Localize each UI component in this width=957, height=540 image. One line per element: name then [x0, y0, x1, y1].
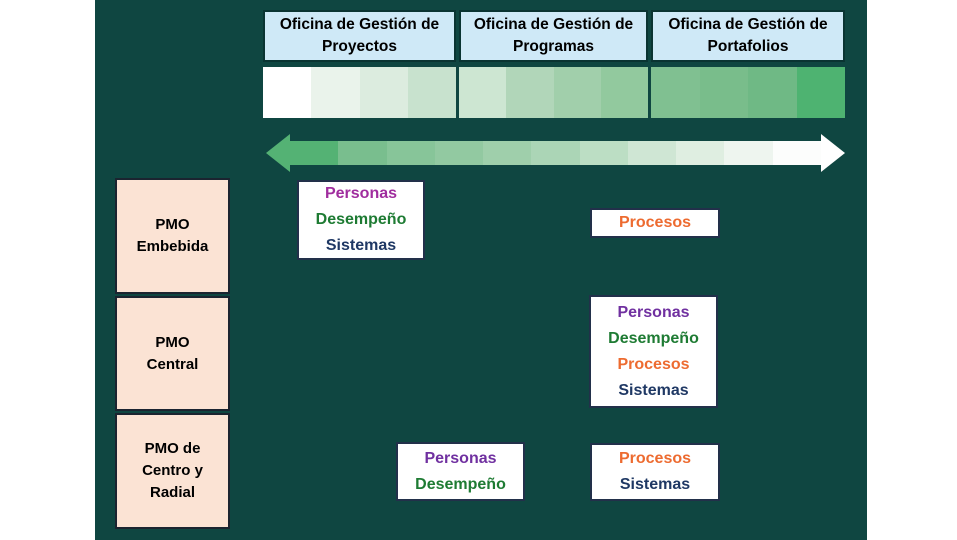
gradient-step: [699, 67, 748, 118]
cell-text-procesos: Procesos: [617, 355, 690, 373]
gradient-step: [651, 67, 700, 118]
cell-text-personas: Personas: [617, 303, 690, 321]
gradient-step: [579, 141, 628, 165]
gradient-step: [407, 67, 456, 118]
cell-text-procesos: Procesos: [618, 214, 692, 231]
diagram-canvas: Oficina de Gestión de Proyectos Oficina …: [95, 0, 867, 540]
cell-text-personas: Personas: [324, 185, 398, 202]
cell-text-desempeño: Desempeño: [608, 329, 699, 347]
pmo-row-centro-radial: PMO de Centro y Radial: [115, 413, 230, 529]
cell-text-sistemas: Sistemas: [619, 476, 691, 493]
gradient-step: [531, 141, 580, 165]
gradient-step: [386, 141, 435, 165]
gradient-step: [748, 67, 797, 118]
gradient-step: [627, 141, 677, 165]
gradient-step: [676, 141, 725, 165]
gradient-step: [796, 67, 845, 118]
arrow-right-head-icon: [821, 134, 845, 172]
gradient-step: [483, 141, 532, 165]
gradient-step: [772, 141, 821, 165]
cell-text-sistemas: Sistemas: [618, 381, 689, 399]
pmo-row-embebida: PMO Embebida: [115, 178, 230, 294]
maturity-arrow: [266, 134, 845, 172]
column-header-proyectos: Oficina de Gestión de Proyectos: [263, 10, 456, 62]
maturity-bar-segment-programas: [459, 67, 648, 118]
gradient-step: [434, 141, 484, 165]
gradient-step: [263, 67, 312, 118]
column-header-portafolios: Oficina de Gestión de Portafolios: [651, 10, 845, 62]
cell-text-desempeño: Desempeño: [415, 475, 506, 493]
cell-text-personas: Personas: [424, 449, 497, 467]
arrow-shaft: [290, 141, 821, 165]
gradient-step: [600, 67, 648, 118]
gradient-step: [359, 67, 408, 118]
maturity-bar-segment-portafolios: [651, 67, 845, 118]
column-header-programas: Oficina de Gestión de Programas: [459, 10, 648, 62]
cell-text-procesos: Procesos: [618, 450, 692, 467]
gradient-step: [459, 67, 507, 118]
cell-text-desempeño: Desempeño: [315, 211, 407, 228]
arrow-left-head-icon: [266, 134, 290, 172]
gradient-step: [290, 141, 339, 165]
pmo-row-central: PMO Central: [115, 296, 230, 411]
cell-embebida-programas: Procesos: [590, 208, 720, 238]
gradient-step: [506, 67, 554, 118]
gradient-step: [553, 67, 601, 118]
cell-text-sistemas: Sistemas: [325, 237, 397, 254]
gradient-step: [338, 141, 387, 165]
gradient-step: [311, 67, 360, 118]
maturity-bar-segment-proyectos: [263, 67, 456, 118]
gradient-step: [724, 141, 773, 165]
